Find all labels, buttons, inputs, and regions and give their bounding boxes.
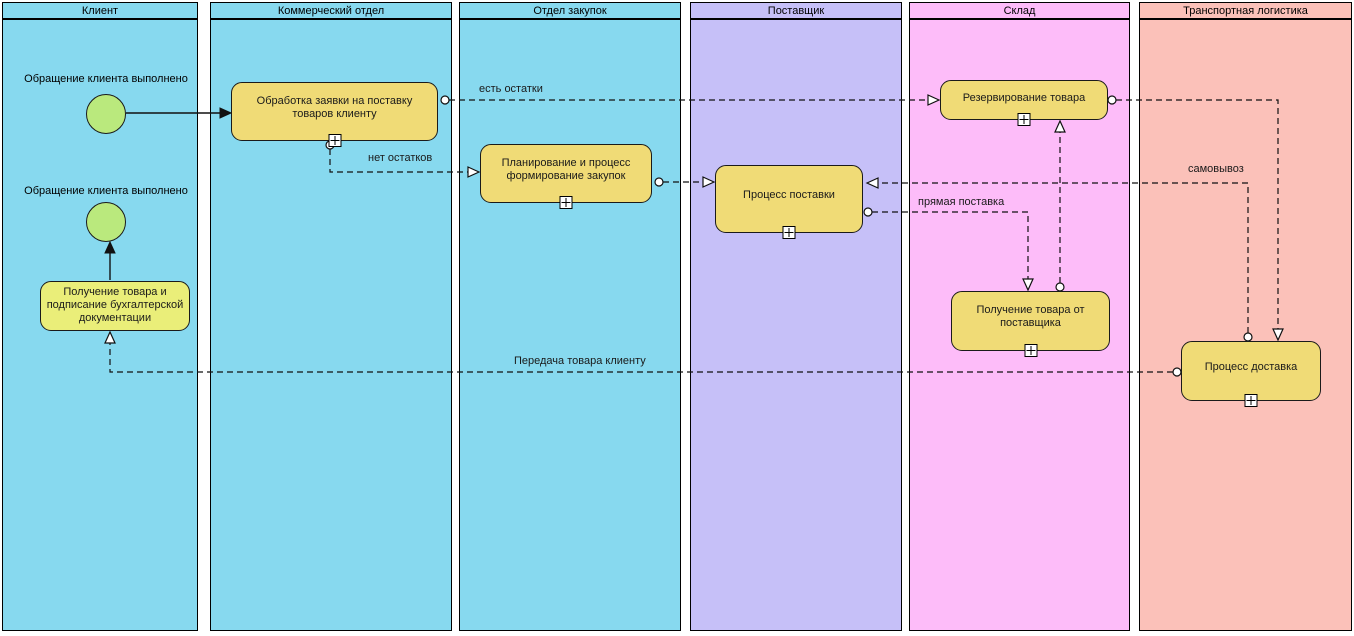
activity-goods-reservation[interactable]: Резервирование товара (940, 80, 1108, 126)
lane-header[interactable]: Коммерческий отдел (211, 3, 451, 20)
activity-supply-process[interactable]: Процесс поставки (715, 165, 863, 239)
flow-label-samovyvoz: самовывоз (1188, 163, 1244, 175)
activity-order-processing[interactable]: Обработка заявки на поставку товаров кли… (231, 82, 438, 147)
activity-delivery-process[interactable]: Процесс доставка (1181, 341, 1321, 407)
sequence-flow-start-to-order-processing[interactable] (126, 107, 233, 119)
subprocess-plus-icon[interactable] (559, 196, 573, 209)
lane-title: Транспортная логистика (1183, 4, 1308, 17)
activity-label: Планирование и процесс формирование заку… (501, 156, 631, 182)
activity-label: Получение товара и подписание бухгалтерс… (46, 286, 184, 324)
lane-title: Клиент (81, 4, 119, 17)
lane-header[interactable]: Склад (910, 3, 1129, 20)
lane-header[interactable]: Отдел закупок (460, 3, 680, 20)
message-flow-reservation-to-delivery[interactable] (1107, 95, 1284, 342)
message-flow-pryamaya-postavka[interactable] (863, 207, 1034, 292)
event-label: Обращение клиента выполнено (24, 185, 188, 197)
activity-goods-receipt-signing[interactable]: Получение товара и подписание бухгалтерс… (40, 281, 190, 331)
lane-supplier[interactable]: Поставщик (690, 2, 902, 631)
flow-label-pryamaya-postavka: прямая поставка (918, 196, 1005, 208)
lane-title: Отдел закупок (533, 4, 607, 17)
lane-transport-logistics[interactable]: Транспортная логистика (1139, 2, 1352, 631)
lane-title: Склад (1003, 4, 1036, 17)
lane-header[interactable]: Транспортная логистика (1140, 3, 1351, 20)
start-event-circle[interactable] (86, 94, 126, 134)
activity-label: Процесс поставки (743, 188, 835, 201)
message-flow-planning-to-supply[interactable] (654, 176, 716, 188)
activity-label: Резервирование товара (962, 92, 1086, 104)
lane-header[interactable]: Поставщик (691, 3, 901, 20)
flow-label-peredacha-tovara: Передача товара клиенту (514, 355, 646, 367)
activity-label: Обработка заявки на поставку товаров кли… (256, 94, 413, 120)
flow-label-est-ostatki: есть остатки (479, 83, 543, 95)
activity-purchase-planning[interactable]: Планирование и процесс формирование заку… (480, 144, 652, 209)
event-label: Обращение клиента выполнено (24, 73, 188, 85)
message-flow-receipt-to-reservation[interactable] (1054, 119, 1066, 292)
lane-header[interactable]: Клиент (3, 3, 197, 20)
subprocess-plus-icon[interactable] (328, 134, 341, 147)
subprocess-plus-icon[interactable] (1017, 113, 1031, 126)
sequence-flow-goods-receipt-to-end[interactable] (104, 240, 116, 280)
flow-label-net-ostatkov: нет остатков (368, 152, 433, 164)
message-flow-peredacha-tovara[interactable] (104, 330, 1182, 377)
message-flow-samovyvoz[interactable] (865, 177, 1253, 342)
end-event-circle[interactable] (86, 202, 126, 242)
subprocess-plus-icon[interactable] (1244, 394, 1258, 407)
activity-label: Получение товара от поставщика (976, 304, 1085, 329)
subprocess-plus-icon[interactable] (1024, 344, 1037, 357)
activity-goods-receipt-from-supplier[interactable]: Получение товара от поставщика (951, 291, 1110, 357)
lane-title: Коммерческий отдел (277, 4, 385, 17)
subprocess-plus-icon[interactable] (782, 226, 796, 239)
message-flow-est-ostatki[interactable] (440, 94, 941, 106)
lane-purchasing-dept[interactable]: Отдел закупок (459, 2, 681, 631)
lane-title: Поставщик (767, 4, 825, 17)
activity-label: Процесс доставка (1204, 360, 1298, 373)
